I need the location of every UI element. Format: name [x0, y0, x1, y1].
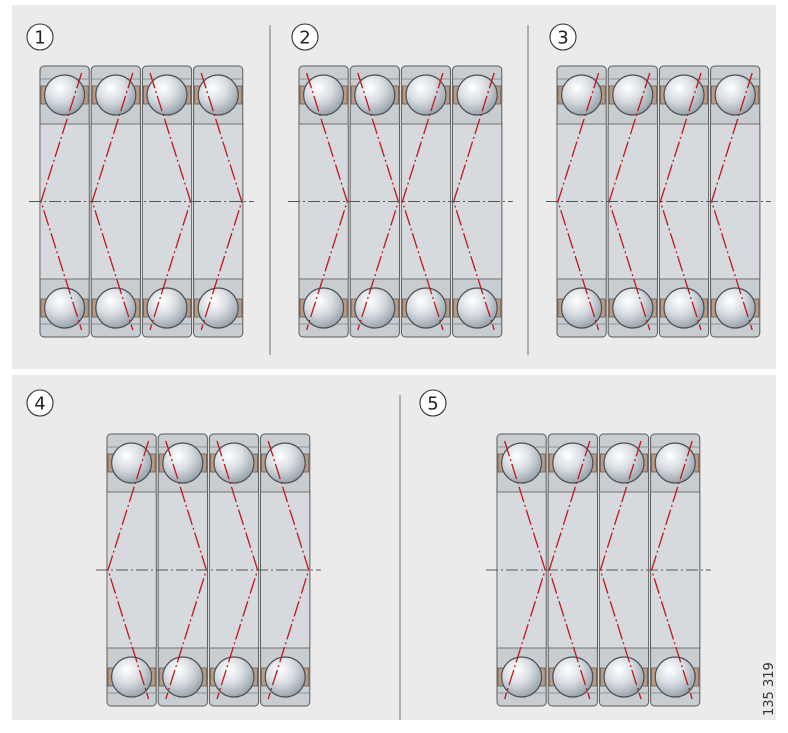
arrangement-number-circle [26, 389, 54, 417]
bearing-ball [303, 287, 345, 329]
arrangement-number-circle [419, 389, 447, 417]
bearing-ball [162, 656, 204, 698]
bearing-ball [654, 442, 696, 484]
arrangement-number-label: 5 [427, 394, 438, 415]
figure-number: 135 319 [762, 662, 777, 716]
bearing-ball [146, 287, 188, 329]
bearing-ball [405, 287, 447, 329]
bearing-ball [552, 656, 594, 698]
bearing-ball [197, 74, 239, 116]
bearing-ball [456, 287, 498, 329]
bearing-ball [560, 74, 603, 116]
bearing-ball [560, 287, 603, 329]
arrangement-5: 5 [419, 389, 711, 707]
bearing-ball [603, 656, 645, 698]
arrangement-4: 4 [26, 389, 321, 707]
contact-angle-line [503, 440, 546, 700]
bearing-ball [213, 656, 255, 698]
bearing [556, 65, 607, 338]
bearing-ball [714, 74, 756, 116]
bearing-ball [264, 442, 306, 484]
bearing-ball [303, 74, 345, 116]
bearing-ball [456, 74, 498, 116]
bearing-ball [612, 287, 654, 329]
arrangement-number-circle [26, 23, 54, 51]
bearing-ball [612, 74, 654, 116]
bearing-ball [95, 287, 137, 329]
bearing-ball [500, 656, 543, 698]
bearing-ball [95, 74, 137, 116]
bearing-ball [405, 74, 447, 116]
contact-angle-line [659, 72, 702, 331]
bearing-ball [197, 287, 239, 329]
bearing-ball [663, 74, 705, 116]
bearing-ball [500, 442, 543, 484]
panels: 1 2 3 4 5 [26, 23, 771, 707]
bearing [141, 65, 193, 338]
bearing-ball [162, 442, 204, 484]
contact-angle-line [267, 440, 310, 700]
bearing-ball [213, 442, 255, 484]
bearing-ball [603, 442, 645, 484]
bearing-ball [43, 287, 86, 329]
contact-angle-line [599, 440, 642, 700]
arrangement-2: 2 [288, 23, 513, 338]
bearing-ball [146, 74, 188, 116]
bearing-ball [663, 287, 705, 329]
bearing-ball [111, 442, 153, 484]
bearing-ball [552, 442, 594, 484]
arrangement-number-circle [549, 23, 577, 51]
bearing-ball [714, 287, 756, 329]
arrangement-number-circle [291, 23, 319, 51]
bearing-ball [354, 74, 396, 116]
bearing-ball [111, 656, 153, 698]
bearing-ball [264, 656, 306, 698]
arrangement-number-label: 1 [34, 28, 45, 49]
contact-angle-line [305, 72, 348, 331]
arrangement-number-label: 4 [34, 394, 45, 415]
bearing-ball [43, 74, 86, 116]
arrangement-number-label: 2 [299, 28, 310, 49]
contact-angle-line [200, 72, 243, 331]
bearing-ball [654, 656, 696, 698]
arrangement-1: 1 [26, 23, 254, 338]
arrangement-number-label: 3 [557, 28, 568, 49]
bearing [607, 65, 658, 338]
bearing-ball [354, 287, 396, 329]
contact-angle-line [401, 72, 444, 331]
arrangement-3: 3 [546, 23, 771, 338]
